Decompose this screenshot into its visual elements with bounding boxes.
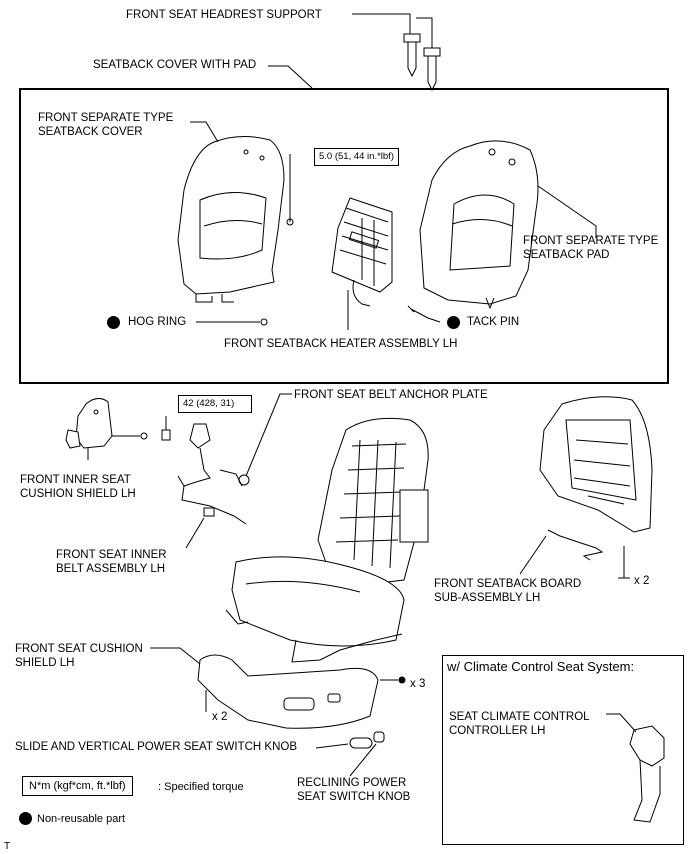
legend-torque-box: N*m (kgf*cm, ft.*lbf) xyxy=(22,776,133,796)
shield-bolt-quantity: x 2 xyxy=(212,711,228,723)
seatback-board-quantity: x 2 xyxy=(634,575,650,587)
cushion-shield-label-line2: SHIELD LH xyxy=(15,657,75,669)
seatback-cover-with-pad-frame xyxy=(19,88,669,384)
reclining-knob-label-line2: SEAT SWITCH KNOB xyxy=(297,791,411,803)
cushion-shield-drawing xyxy=(197,654,379,729)
switch-knobs-drawing xyxy=(349,731,385,749)
tack-pin-label: TACK PIN xyxy=(467,316,520,328)
inner-belt-drawing xyxy=(161,423,247,525)
headrest-support-label: FRONT SEAT HEADREST SUPPORT xyxy=(126,9,322,21)
cushion-shield-label-line1: FRONT SEAT CUSHION xyxy=(15,643,143,655)
seatback-cover-with-pad-label: SEATBACK COVER WITH PAD xyxy=(93,59,257,71)
seatback-cover-drawing xyxy=(177,136,285,303)
torque-box-5-0: 5.0 (51, 44 in.*lbf) xyxy=(314,148,399,166)
separate-pad-label-line1: FRONT SEPARATE TYPE xyxy=(523,235,659,247)
slide-knob-label: SLIDE AND VERTICAL POWER SEAT SWITCH KNO… xyxy=(15,741,298,753)
climate-control-frame xyxy=(442,655,684,845)
separate-cover-label-line1: FRONT SEPARATE TYPE xyxy=(38,112,174,124)
nonreusable-mark-tack-pin xyxy=(447,316,460,329)
heater-assembly-drawing xyxy=(331,197,393,307)
inner-belt-label-line2: BELT ASSEMBLY LH xyxy=(56,563,166,575)
inner-belt-label-line1: FRONT SEAT INNER xyxy=(56,549,167,561)
switch-bolt-quantity: x 3 xyxy=(410,678,426,690)
heater-assembly-label: FRONT SEATBACK HEATER ASSEMBLY LH xyxy=(224,338,458,350)
nonreusable-mark-hog-ring xyxy=(107,316,120,329)
inner-shield-label-line2: CUSHION SHIELD LH xyxy=(20,488,136,500)
footer-mark: T xyxy=(4,841,11,852)
torque-box-42: 42 (428, 31) xyxy=(178,395,252,413)
seatback-board-drawing xyxy=(539,396,653,561)
seatback-pad-drawing xyxy=(419,140,539,310)
climate-title: w/ Climate Control Seat System: xyxy=(447,659,635,674)
climate-controller-label-line2: CONTROLLER LH xyxy=(449,725,546,737)
separate-pad-label-line2: SEATBACK PAD xyxy=(523,249,610,261)
climate-controller-drawing xyxy=(629,725,665,823)
seat-frame-drawing xyxy=(225,417,429,663)
climate-controller-label-line1: SEAT CLIMATE CONTROL xyxy=(449,711,590,723)
headrest-support-drawing xyxy=(352,13,441,92)
seatback-board-label-line2: SUB-ASSEMBLY LH xyxy=(434,592,541,604)
seatback-board-label-line1: FRONT SEATBACK BOARD xyxy=(434,578,582,590)
legend-torque-text: : Specified torque xyxy=(158,781,244,793)
inner-cushion-shield-drawing xyxy=(65,398,113,449)
separate-cover-label-line2: SEATBACK COVER xyxy=(38,126,143,138)
reclining-knob-label-line1: RECLINING POWER xyxy=(297,777,407,789)
legend-nonreusable-text: Non-reusable part xyxy=(37,813,126,825)
legend-nonreusable-mark xyxy=(19,812,32,825)
inner-shield-label-line1: FRONT INNER SEAT xyxy=(20,474,131,486)
belt-anchor-plate-label: FRONT SEAT BELT ANCHOR PLATE xyxy=(294,389,488,401)
hog-ring-label: HOG RING xyxy=(128,316,187,328)
